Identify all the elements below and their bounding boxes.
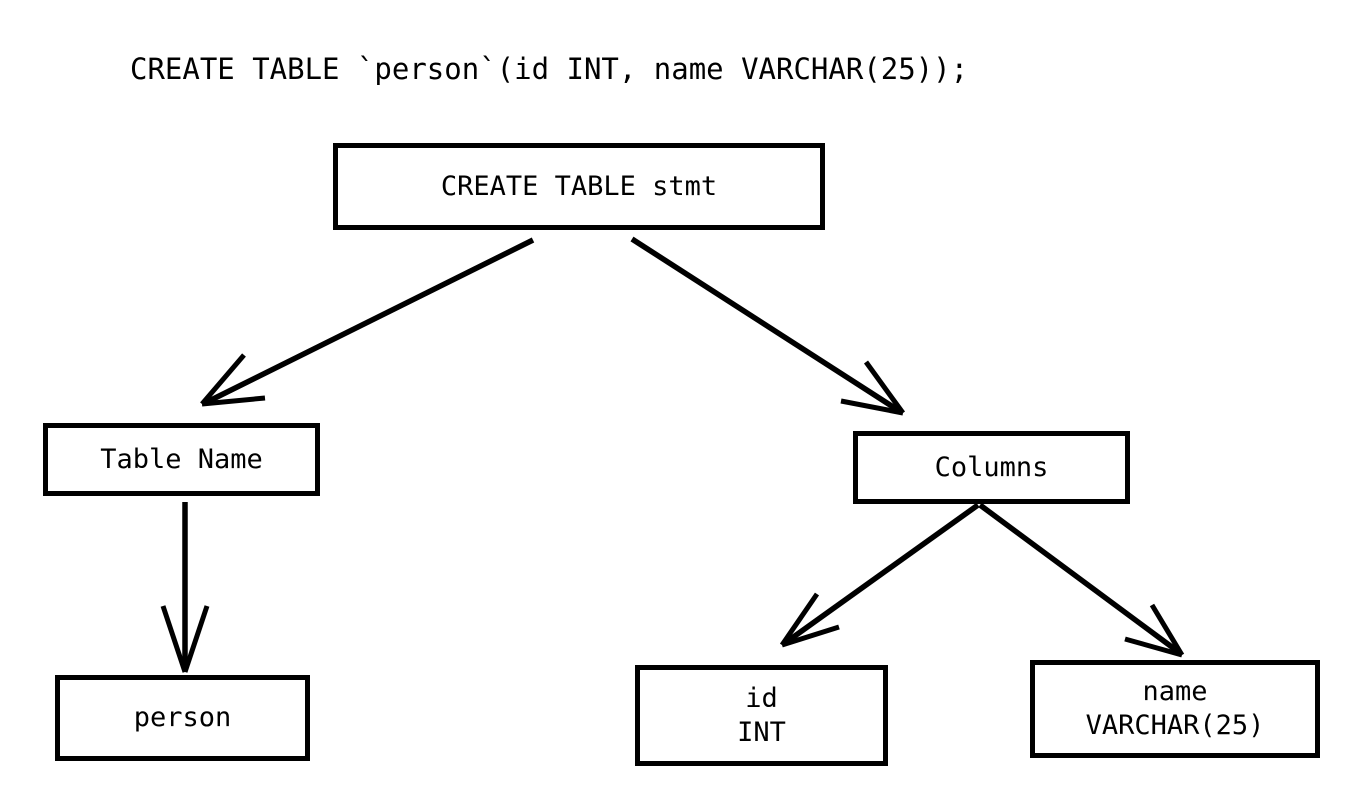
node-sublabel: INT	[737, 716, 786, 748]
edge-columns-to-col-name	[978, 502, 1185, 658]
node-label: Table Name	[100, 443, 263, 475]
node-columns[interactable]: Columns	[853, 431, 1130, 504]
edge-columns-to-col-id	[779, 502, 980, 648]
node-person[interactable]: person	[55, 675, 310, 761]
edge-tablename-to-person	[160, 502, 210, 673]
node-sublabel: VARCHAR(25)	[1085, 710, 1265, 741]
node-create-table-stmt[interactable]: CREATE TABLE stmt	[333, 143, 825, 230]
sql-statement-title: CREATE TABLE `person`(id INT, name VARCH…	[130, 52, 969, 86]
node-label: CREATE TABLE stmt	[440, 170, 718, 202]
node-label: name	[1142, 676, 1208, 707]
node-table-name[interactable]: Table Name	[43, 423, 320, 496]
edge-root-to-columns	[630, 236, 906, 416]
node-label: Columns	[934, 451, 1049, 483]
node-label: id	[745, 682, 778, 714]
node-column-id[interactable]: id INT	[635, 665, 888, 766]
edge-root-to-tablename	[200, 237, 535, 407]
node-column-name[interactable]: name VARCHAR(25)	[1030, 660, 1320, 758]
node-label: person	[133, 702, 232, 733]
